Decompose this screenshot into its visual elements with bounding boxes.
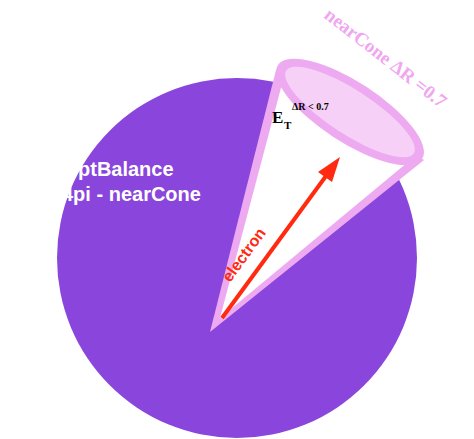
region-title: ptBalance [78,158,174,181]
electron-arrow-head [318,157,340,182]
energy-symbol: E [272,108,283,128]
cone-condition: ΔR < 0.7 [292,101,329,112]
energy-subscript: T [284,119,291,131]
near-cone: ETΔR < 0.7nearCone ΔR =0.7 [200,40,430,340]
shape-outline [200,40,430,340]
cone-mouth [262,40,439,184]
region-subtitle: 4pi - nearCone [62,183,201,206]
